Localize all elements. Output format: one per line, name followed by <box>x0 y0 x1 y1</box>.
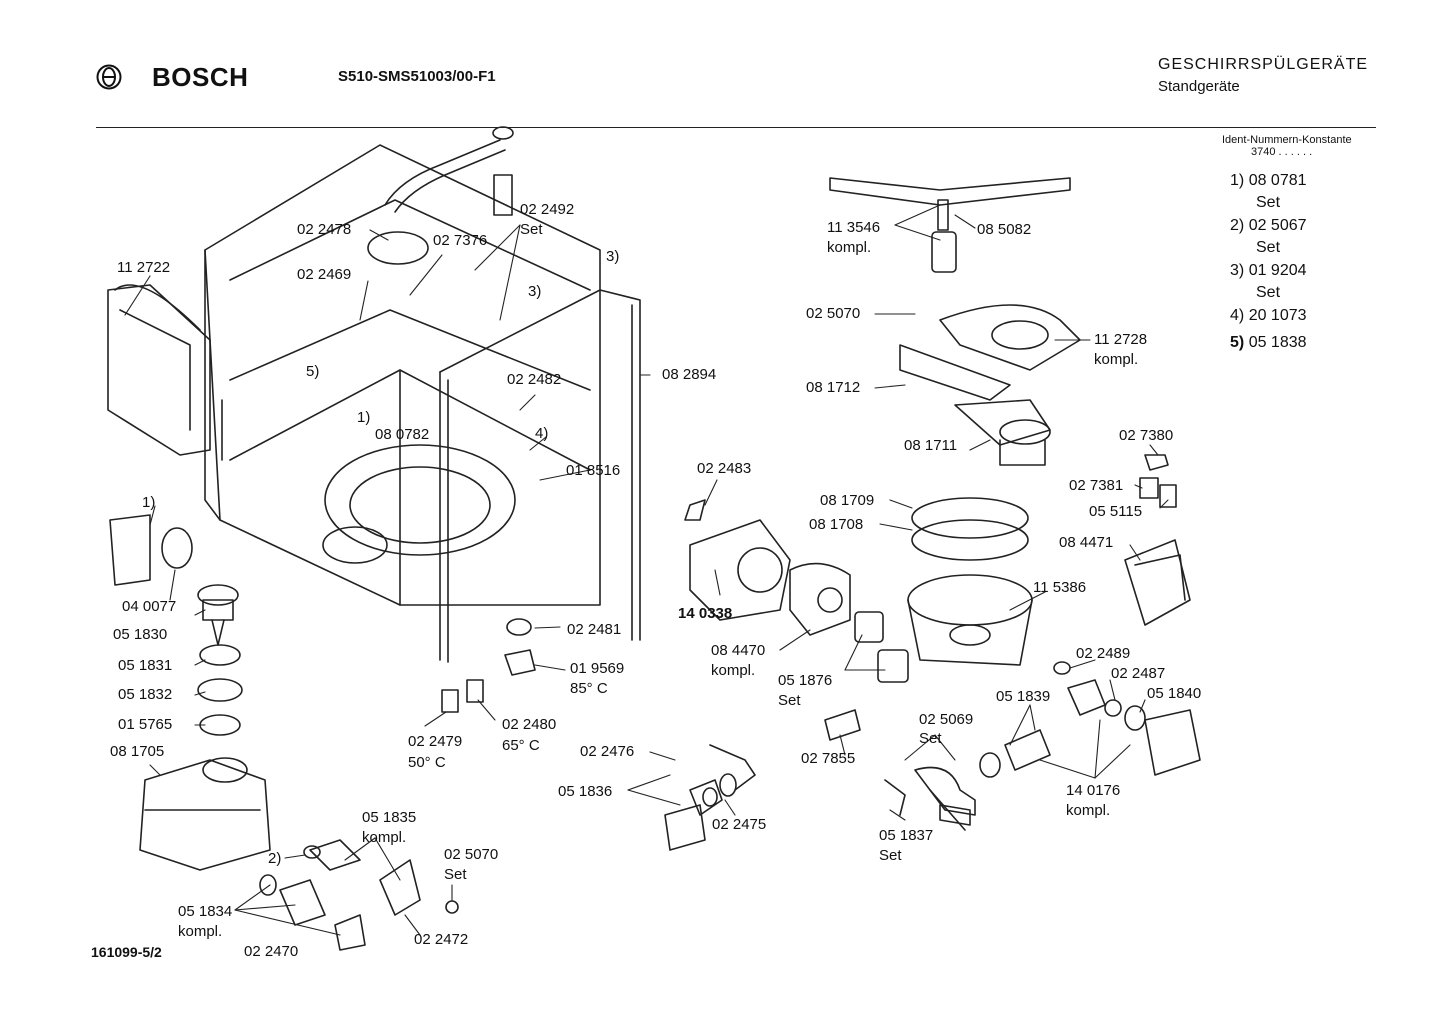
part-label: 1) <box>142 494 156 511</box>
part-label: 08 1709 <box>820 492 875 509</box>
part-label: 08 1708 <box>809 516 864 533</box>
part-label: 14 0176 kompl. <box>1066 782 1121 819</box>
part-label: 11 2722 <box>117 259 171 276</box>
right-panel-drawing <box>824 454 1201 831</box>
filter-assembly-drawing <box>899 304 1081 666</box>
part-label: 11 3546 kompl. <box>827 219 881 256</box>
water-supply-pipe-drawing <box>367 126 514 265</box>
constant-ref: 5) <box>1230 334 1245 351</box>
part-label: 05 1836 <box>558 783 613 800</box>
part-label: 02 5070 Set <box>444 846 499 883</box>
part-label: 05 1839 <box>996 688 1051 705</box>
part-label: 05 1834 kompl. <box>178 903 233 940</box>
header-divider <box>96 127 1376 128</box>
part-label: 11 2728 kompl. <box>1094 331 1148 368</box>
part-label: 08 0782 <box>375 426 430 443</box>
constant-row: 1) 08 0781 Set <box>1230 170 1307 215</box>
part-label: 02 5069 Set <box>919 711 974 747</box>
ident-heading: Ident-Nummern-Konstante <box>1222 134 1352 146</box>
constant-number: 05 1838 <box>1248 334 1307 351</box>
part-label: 02 2470 <box>244 943 299 960</box>
document-id: 161099-5/2 <box>91 944 162 960</box>
category-title: GESCHIRRSPÜLGERÄTE <box>1158 56 1369 73</box>
part-label: 08 2894 <box>662 366 717 383</box>
ident-value: 3740 . . . . . . <box>1251 146 1313 158</box>
part-label: 02 2480 65° C <box>502 716 557 754</box>
part-label: 02 2476 <box>580 743 635 760</box>
part-label: 04 0077 <box>122 598 177 615</box>
constant-row: 2) 02 5067 Set <box>1230 215 1307 260</box>
constants-list: 1) 08 0781 Set 2) 02 5067 Set 3) 01 9204… <box>1230 170 1307 377</box>
constant-number: 02 5067 <box>1248 217 1307 234</box>
category-subtitle: Standgeräte <box>1158 78 1240 95</box>
part-label: 3) <box>528 283 542 300</box>
constant-ref: 1) <box>1230 172 1245 189</box>
part-label: 05 1831 <box>118 657 173 674</box>
constant-ref: 4) <box>1230 307 1245 324</box>
constant-row: 3) 01 9204 Set <box>1230 260 1307 305</box>
part-label: 08 1711 <box>904 437 958 454</box>
constant-sub: Set <box>1256 194 1281 211</box>
part-label: 05 1835 kompl. <box>362 809 417 846</box>
part-label: 02 7376 <box>433 232 488 249</box>
part-label: 05 1830 <box>113 626 168 643</box>
part-label: 2) <box>268 850 282 867</box>
spray-arm-drawing <box>829 177 1071 273</box>
leader-lines <box>124 204 1169 936</box>
part-label: 01 5765 <box>118 716 173 733</box>
part-label: 3) <box>606 248 620 265</box>
bosch-logo-icon <box>96 64 122 90</box>
constant-ref: 2) <box>1230 217 1245 234</box>
part-label: 08 1712 <box>806 379 861 396</box>
brand-name: BOSCH <box>152 62 249 92</box>
part-label: 02 2487 <box>1111 665 1166 682</box>
part-label: 1) <box>357 409 371 426</box>
part-label: 02 2482 <box>507 371 562 388</box>
model-number: S510-SMS51003/00-F1 <box>338 68 496 85</box>
constant-number: 08 0781 <box>1248 172 1307 189</box>
part-label: 05 1837 Set <box>879 827 934 864</box>
part-label: 02 7381 <box>1069 477 1124 494</box>
part-label: 02 2483 <box>697 460 752 477</box>
part-label: 02 2472 <box>414 931 469 948</box>
part-label: 02 7380 <box>1119 427 1174 444</box>
part-label: 02 2475 <box>712 816 767 833</box>
part-label: 08 5082 <box>977 221 1032 238</box>
part-label: 02 2479 50° C <box>408 733 463 771</box>
part-label: 02 2478 <box>297 221 352 238</box>
motor-pump-drawing <box>664 499 909 851</box>
constant-row: 4) 20 1073 <box>1230 305 1307 332</box>
constant-number: 01 9204 <box>1248 262 1307 279</box>
part-label: 08 4470 kompl. <box>711 642 766 679</box>
part-label: 05 1876 Set <box>778 672 833 709</box>
part-label: 02 5070 <box>806 305 861 322</box>
constant-number: 20 1073 <box>1248 307 1307 324</box>
side-panel-part-drawing <box>107 284 211 456</box>
heater-parts-drawing <box>259 618 536 951</box>
part-label: 05 1840 <box>1147 685 1202 702</box>
constant-ref: 3) <box>1230 262 1245 279</box>
part-label: 08 4471 <box>1059 534 1114 551</box>
constant-sub: Set <box>1256 284 1281 301</box>
part-label: 08 1705 <box>110 743 165 760</box>
part-label: 02 2469 <box>297 266 352 283</box>
part-label: 11 5386 <box>1033 579 1087 596</box>
part-label: 5) <box>306 363 320 380</box>
part-label: 02 2489 <box>1076 645 1131 662</box>
part-label: 01 8516 <box>566 462 621 479</box>
lower-left-parts-drawing <box>109 514 271 871</box>
part-label: 14 0338 <box>678 605 733 622</box>
tub-frame-drawing <box>204 144 641 663</box>
constant-row: 5) 05 1838 <box>1230 332 1307 377</box>
part-label: 4) <box>535 425 549 442</box>
constant-sub: Set <box>1256 239 1281 256</box>
part-label: 05 1832 <box>118 686 173 703</box>
part-label: 01 9569 85° C <box>570 660 625 697</box>
part-label: 05 5115 <box>1089 503 1143 520</box>
part-label: 02 2492 Set <box>520 201 575 238</box>
part-label: 02 7855 <box>801 750 856 767</box>
part-label: 02 2481 <box>567 621 622 638</box>
